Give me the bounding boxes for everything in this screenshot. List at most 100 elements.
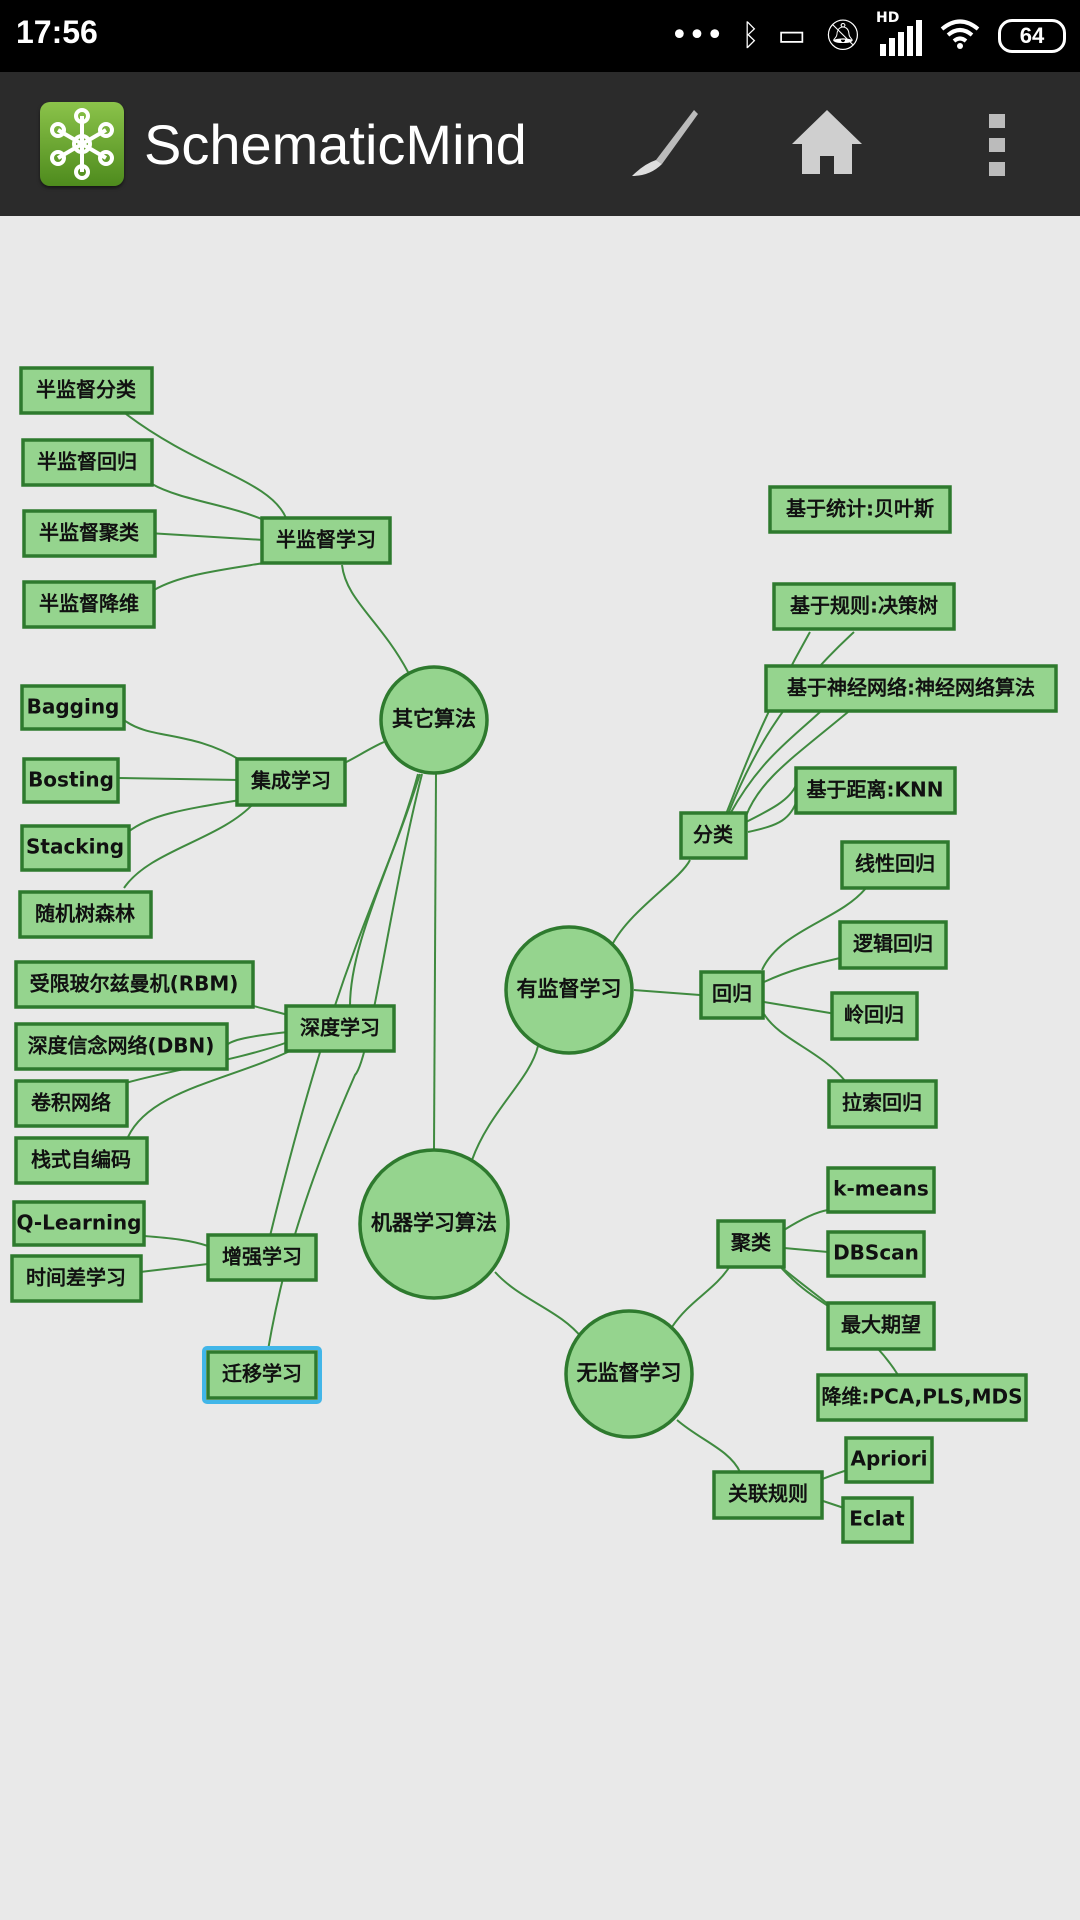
brush-button[interactable] bbox=[616, 102, 706, 186]
node-kmeans[interactable]: k-means bbox=[826, 1166, 936, 1214]
node-bosting[interactable]: Bosting bbox=[22, 757, 120, 804]
node-bayes[interactable]: 基于统计:贝叶斯 bbox=[768, 485, 952, 534]
signal-icon: HD bbox=[876, 10, 922, 56]
node-cnn[interactable]: 卷积网络 bbox=[14, 1079, 129, 1128]
node-rbm[interactable]: 受限玻尔兹曼机(RBM) bbox=[14, 960, 255, 1009]
root-node-label: 机器学习算法 bbox=[371, 1211, 497, 1235]
app-title: SchematicMind bbox=[144, 113, 527, 176]
node-td[interactable]: 时间差学习 bbox=[10, 1254, 143, 1303]
node-rf[interactable]: 随机树森林 bbox=[18, 890, 153, 939]
branch-node-supervised[interactable]: 有监督学习 bbox=[504, 925, 634, 1055]
branch-label-other: 其它算法 bbox=[392, 707, 476, 731]
node-qlearn[interactable]: Q-Learning bbox=[12, 1200, 146, 1247]
svg-text:Q-Learning: Q-Learning bbox=[17, 1211, 142, 1235]
action-bar: SchematicMind bbox=[0, 72, 1080, 216]
mindmap-edges bbox=[117, 413, 899, 1509]
node-stacking[interactable]: Stacking bbox=[20, 824, 131, 872]
dots-icon: ••• bbox=[670, 18, 724, 53]
home-icon bbox=[792, 110, 862, 174]
svg-text:Stacking: Stacking bbox=[26, 835, 124, 859]
branch-label-supervised: 有监督学习 bbox=[517, 977, 622, 1001]
node-semi-reg[interactable]: 半监督回归 bbox=[21, 438, 154, 487]
node-em[interactable]: 最大期望 bbox=[826, 1301, 936, 1351]
node-dimred[interactable]: 降维:PCA,PLS,MDS bbox=[816, 1373, 1028, 1422]
home-button[interactable] bbox=[782, 102, 872, 186]
svg-text:Bagging: Bagging bbox=[27, 695, 120, 719]
node-dbn[interactable]: 深度信念网络(DBN) bbox=[14, 1022, 229, 1071]
node-nn[interactable]: 基于神经网络:神经网络算法 bbox=[764, 664, 1058, 713]
svg-text:线性回归: 线性回归 bbox=[855, 852, 935, 876]
node-regression[interactable]: 回归 bbox=[699, 970, 765, 1020]
root-node[interactable]: 机器学习算法 bbox=[358, 1148, 510, 1300]
node-semi-clu[interactable]: 半监督聚类 bbox=[22, 509, 157, 558]
node-semi-cls[interactable]: 半监督分类 bbox=[19, 366, 154, 415]
mindmap-canvas[interactable]: 机器学习算法 其它算法 有监督学习 无监督学习 半监督学习 半监督分类 半监督回… bbox=[0, 216, 1080, 1920]
status-bar: 17:56 ••• ᛒ ▭ 🔕︎ HD 64 bbox=[0, 0, 1080, 72]
svg-text:随机树森林: 随机树森林 bbox=[35, 902, 135, 926]
node-cluster[interactable]: 聚类 bbox=[716, 1219, 786, 1269]
svg-text:半监督回归: 半监督回归 bbox=[37, 450, 137, 474]
svg-text:卷积网络: 卷积网络 bbox=[31, 1091, 111, 1115]
svg-text:时间差学习: 时间差学习 bbox=[26, 1266, 126, 1290]
node-eclat[interactable]: Eclat bbox=[841, 1496, 914, 1544]
node-semi-dim[interactable]: 半监督降维 bbox=[22, 580, 156, 629]
svg-text:集成学习: 集成学习 bbox=[250, 769, 331, 793]
app-logo-icon bbox=[40, 102, 124, 186]
svg-text:Bosting: Bosting bbox=[28, 768, 114, 792]
node-sae[interactable]: 栈式自编码 bbox=[14, 1136, 149, 1185]
branch-label-unsupervised: 无监督学习 bbox=[577, 1361, 682, 1385]
node-knn[interactable]: 基于距离:KNN bbox=[794, 766, 957, 815]
node-deep[interactable]: 深度学习 bbox=[284, 1004, 396, 1053]
svg-text:回归: 回归 bbox=[712, 982, 752, 1006]
svg-text:半监督分类: 半监督分类 bbox=[36, 378, 136, 402]
node-apriori[interactable]: Apriori bbox=[844, 1436, 934, 1484]
svg-text:基于统计:贝叶斯: 基于统计:贝叶斯 bbox=[786, 497, 934, 521]
overflow-menu-button[interactable] bbox=[952, 102, 1042, 186]
svg-text:聚类: 聚类 bbox=[730, 1231, 771, 1255]
node-lasso[interactable]: 拉索回归 bbox=[827, 1079, 938, 1129]
svg-text:Apriori: Apriori bbox=[851, 1447, 928, 1471]
node-dtree[interactable]: 基于规则:决策树 bbox=[772, 582, 956, 631]
branch-node-other[interactable]: 其它算法 bbox=[379, 665, 489, 775]
svg-text:分类: 分类 bbox=[693, 823, 733, 847]
svg-text:逻辑回归: 逻辑回归 bbox=[853, 932, 933, 956]
node-ensemble[interactable]: 集成学习 bbox=[235, 757, 347, 807]
svg-text:半监督降维: 半监督降维 bbox=[39, 592, 139, 616]
svg-text:岭回归: 岭回归 bbox=[844, 1003, 904, 1027]
status-time: 17:56 bbox=[16, 14, 98, 50]
node-assoc[interactable]: 关联规则 bbox=[712, 1470, 824, 1520]
svg-text:栈式自编码: 栈式自编码 bbox=[31, 1148, 131, 1172]
status-icons: ••• ᛒ ▭ 🔕︎ HD 64 bbox=[670, 10, 1066, 60]
bluetooth-icon: ᛒ bbox=[741, 18, 760, 53]
node-dbscan[interactable]: DBScan bbox=[826, 1230, 926, 1278]
svg-text:受限玻尔兹曼机(RBM): 受限玻尔兹曼机(RBM) bbox=[30, 972, 239, 996]
node-logreg[interactable]: 逻辑回归 bbox=[838, 920, 948, 970]
svg-text:DBScan: DBScan bbox=[833, 1241, 919, 1265]
node-linreg[interactable]: 线性回归 bbox=[840, 840, 950, 890]
overflow-menu-icon bbox=[989, 114, 1005, 176]
svg-text:深度信念网络(DBN): 深度信念网络(DBN) bbox=[28, 1034, 215, 1058]
svg-text:深度学习: 深度学习 bbox=[300, 1016, 380, 1040]
svg-text:半监督学习: 半监督学习 bbox=[276, 528, 376, 552]
svg-text:迁移学习: 迁移学习 bbox=[222, 1362, 302, 1386]
node-classify[interactable]: 分类 bbox=[679, 811, 748, 860]
svg-text:关联规则: 关联规则 bbox=[728, 1482, 808, 1506]
branch-node-unsupervised[interactable]: 无监督学习 bbox=[564, 1309, 694, 1439]
vibrate-icon: ▭ bbox=[777, 18, 806, 53]
svg-text:半监督聚类: 半监督聚类 bbox=[39, 521, 139, 545]
svg-text:最大期望: 最大期望 bbox=[841, 1313, 921, 1337]
mute-icon: 🔕︎ bbox=[823, 18, 862, 53]
brush-icon bbox=[632, 110, 698, 176]
svg-text:基于规则:决策树: 基于规则:决策树 bbox=[790, 594, 938, 618]
node-transfer[interactable]: 迁移学习 bbox=[202, 1346, 322, 1404]
node-ridge[interactable]: 岭回归 bbox=[830, 991, 919, 1041]
node-semi[interactable]: 半监督学习 bbox=[260, 516, 392, 565]
wifi-icon bbox=[940, 18, 980, 54]
node-rl[interactable]: 增强学习 bbox=[206, 1233, 318, 1282]
svg-text:基于距离:KNN: 基于距离:KNN bbox=[807, 778, 944, 802]
svg-text:k-means: k-means bbox=[833, 1177, 929, 1201]
svg-text:基于神经网络:神经网络算法: 基于神经网络:神经网络算法 bbox=[787, 676, 1035, 700]
network-type-label: HD bbox=[876, 10, 900, 26]
svg-text:Eclat: Eclat bbox=[849, 1507, 905, 1531]
node-bagging[interactable]: Bagging bbox=[20, 684, 126, 731]
